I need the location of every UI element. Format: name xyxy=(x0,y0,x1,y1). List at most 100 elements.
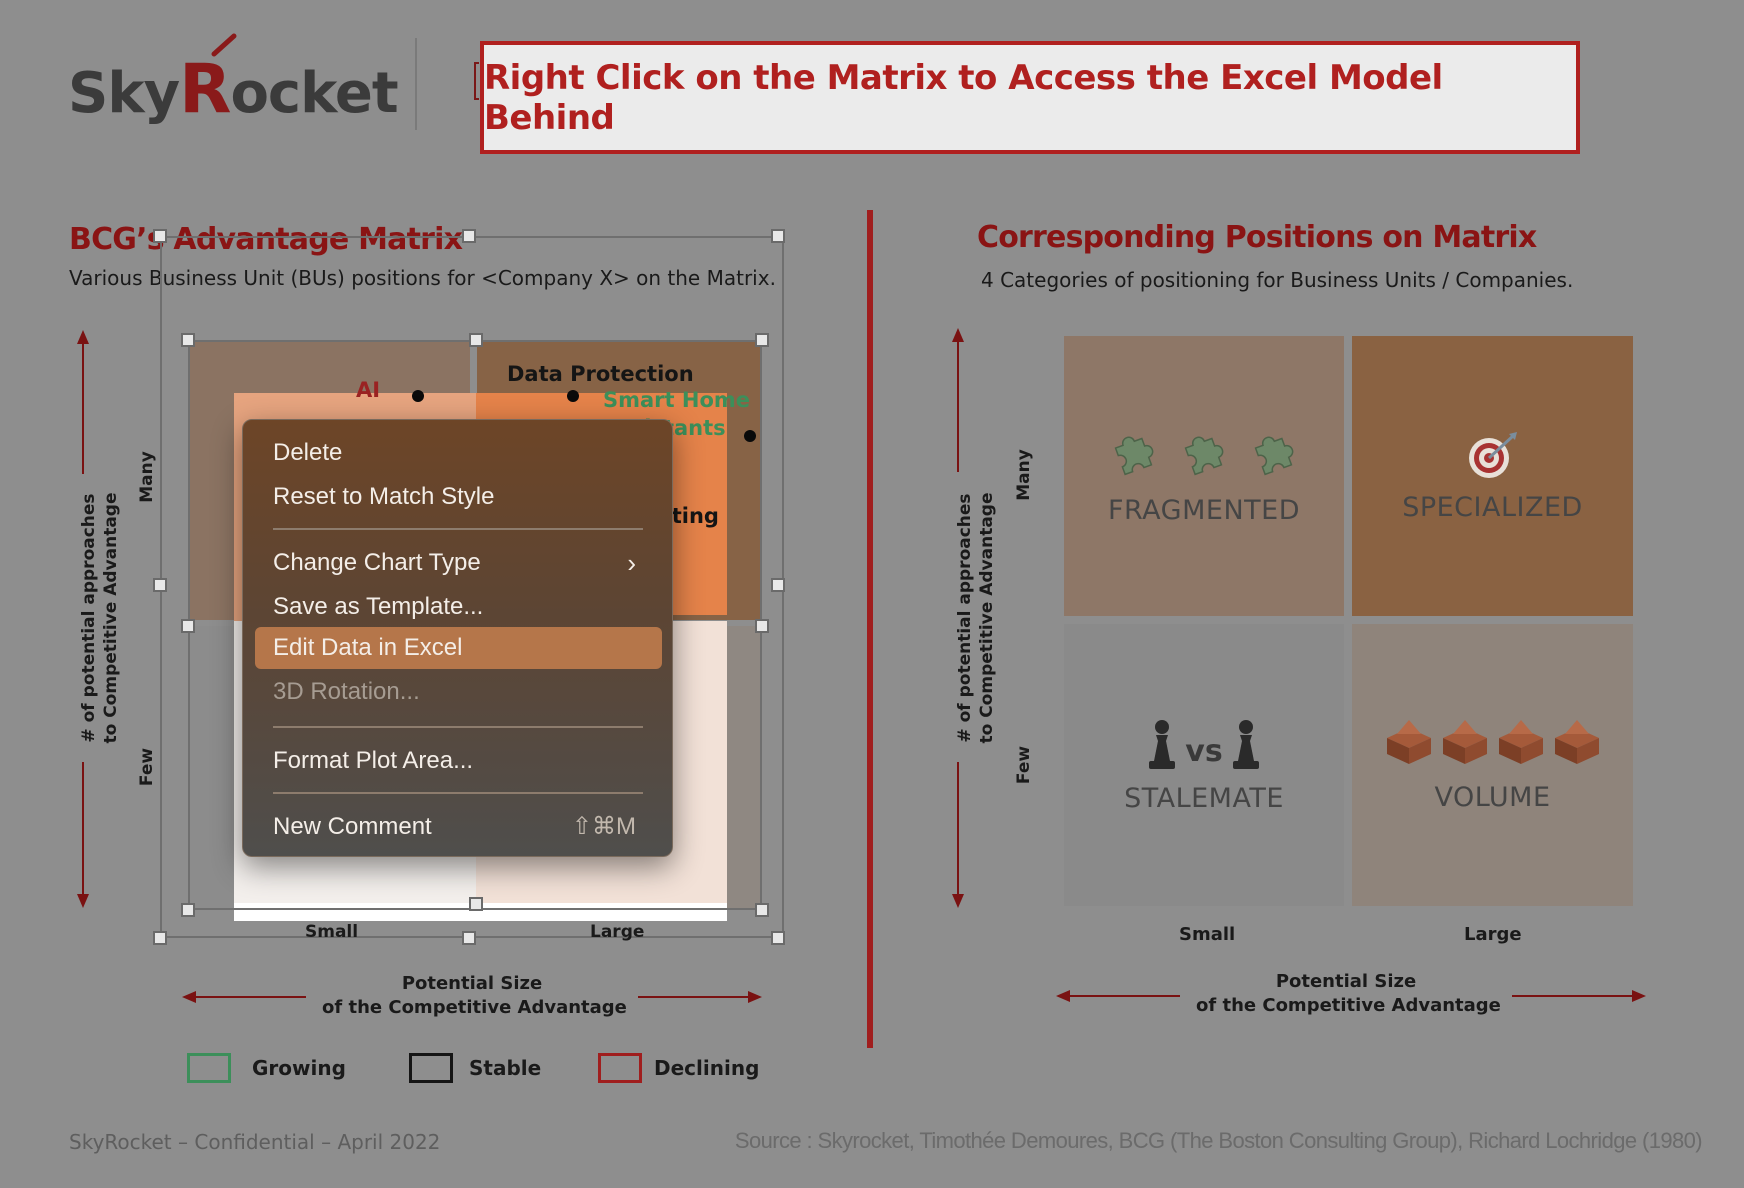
x-axis-line-right xyxy=(638,996,750,998)
right-x-large-label: Large xyxy=(1464,924,1522,945)
x-axis-line-right xyxy=(1512,995,1634,997)
menu-item-new-comment[interactable]: New Comment ⇧⌘M xyxy=(255,806,662,848)
specialized-label: SPECIALIZED xyxy=(1402,491,1583,523)
stalemate-label: STALEMATE xyxy=(1124,782,1284,814)
plot-handle[interactable] xyxy=(181,903,195,917)
x-axis-line-left xyxy=(194,996,306,998)
x-arrow-right-icon xyxy=(748,991,762,1003)
resize-handle[interactable] xyxy=(153,578,167,592)
menu-item-change-chart-type[interactable]: Change Chart Type › xyxy=(255,542,662,584)
chess-icons: vs xyxy=(1145,717,1262,771)
bu-point-data-protection[interactable] xyxy=(567,390,579,402)
legend-declining-swatch xyxy=(598,1053,642,1083)
puzzle-icons xyxy=(1101,426,1308,483)
plot-handle[interactable] xyxy=(755,333,769,347)
left-y-few-label: Few xyxy=(137,747,157,787)
x-arrow-left-icon xyxy=(182,991,196,1003)
plot-handle[interactable] xyxy=(469,897,483,911)
menu-item-format-plot-area[interactable]: Format Plot Area... xyxy=(273,747,474,774)
resize-handle[interactable] xyxy=(153,931,167,945)
y-arrow-down-icon xyxy=(952,894,964,908)
fragmented-label: FRAGMENTED xyxy=(1107,495,1300,526)
banner-stub xyxy=(474,62,479,100)
legend-growing-label: Growing xyxy=(252,1056,346,1080)
puzzle-piece-icon xyxy=(1255,436,1294,476)
puzzle-piece-icon xyxy=(1184,436,1224,476)
left-y-many-label: Many xyxy=(137,451,157,503)
brick-box-icon xyxy=(1554,719,1599,764)
menu-item-reset-style[interactable]: Reset to Match Style xyxy=(273,483,495,510)
chess-pawn-icon xyxy=(1149,719,1176,769)
quadrant-specialized: SPECIALIZED xyxy=(1352,336,1633,616)
right-y-few-label: Few xyxy=(1014,745,1034,785)
menu-separator xyxy=(273,792,643,794)
bu-point-assistants[interactable] xyxy=(744,430,756,442)
instruction-banner: Right Click on the Matrix to Access the … xyxy=(480,41,1580,154)
legend-declining-label: Declining xyxy=(654,1056,760,1080)
legend-stable-swatch xyxy=(409,1053,453,1083)
skyrocket-logo: SkyRocket xyxy=(68,33,399,130)
brick-box-icon xyxy=(1386,719,1431,764)
y-arrow-up-icon xyxy=(77,330,89,344)
x-arrow-right-icon xyxy=(1632,990,1646,1002)
y-arrow-up-icon xyxy=(952,328,964,342)
right-x-small-label: Small xyxy=(1179,924,1236,945)
left-section-subtitle: Various Business Unit (BUs) positions fo… xyxy=(69,266,776,290)
y-axis-line-bottom xyxy=(957,762,959,894)
puzzle-piece-icon xyxy=(1114,436,1153,476)
section-divider xyxy=(867,210,873,1048)
plot-handle[interactable] xyxy=(181,333,195,347)
menu-item-3d-rotation[interactable]: 3D Rotation... xyxy=(273,678,420,705)
legend-stable-label: Stable xyxy=(469,1056,542,1080)
banner-text: Right Click on the Matrix to Access the … xyxy=(484,57,1443,138)
plot-handle[interactable] xyxy=(181,619,195,633)
resize-handle[interactable] xyxy=(462,229,476,243)
menu-item-save-template[interactable]: Save as Template... xyxy=(273,593,484,620)
y-axis-line-bottom xyxy=(82,762,84,894)
vs-label: vs xyxy=(1185,733,1223,769)
plot-handle[interactable] xyxy=(755,903,769,917)
menu-item-edit-data-excel[interactable]: Edit Data in Excel xyxy=(255,627,662,669)
menu-separator xyxy=(273,528,643,530)
menu-item-delete[interactable]: Delete xyxy=(273,439,343,466)
left-x-small-label: Small xyxy=(305,922,359,942)
quadrant-fragmented: FRAGMENTED xyxy=(1064,336,1344,616)
quadrant-stalemate: vs STALEMATE xyxy=(1064,624,1344,906)
volume-label: VOLUME xyxy=(1434,781,1551,813)
brick-box-icon xyxy=(1498,719,1543,764)
bu-label-smart-home: Smart Home xyxy=(603,388,751,412)
plot-handle[interactable] xyxy=(755,619,769,633)
brick-icons xyxy=(1381,718,1605,768)
right-section-title: Corresponding Positions on Matrix xyxy=(977,220,1537,255)
y-arrow-down-icon xyxy=(77,894,89,908)
x-axis-line-left xyxy=(1068,995,1180,997)
resize-handle[interactable] xyxy=(771,931,785,945)
x-arrow-left-icon xyxy=(1056,990,1070,1002)
context-menu: Delete Reset to Match Style Change Chart… xyxy=(242,419,673,857)
chevron-right-icon: › xyxy=(627,548,636,578)
chart-patch-bottom xyxy=(234,903,727,921)
left-x-large-label: Large xyxy=(590,922,645,942)
footer-source: Source : Skyrocket, Timothée Demoures, B… xyxy=(734,1128,1703,1153)
resize-handle[interactable] xyxy=(771,578,785,592)
resize-handle[interactable] xyxy=(462,931,476,945)
footer-confidential: SkyRocket – Confidential – April 2022 xyxy=(69,1130,441,1154)
header-divider xyxy=(415,38,417,130)
chess-pawn-icon xyxy=(1232,719,1259,769)
bu-point-ai[interactable] xyxy=(412,390,424,402)
target-icon xyxy=(1468,431,1517,478)
y-axis-line-top xyxy=(82,342,84,474)
bu-label-ai: AI xyxy=(356,378,381,402)
resize-handle[interactable] xyxy=(771,229,785,243)
logo-accent-mark xyxy=(211,33,237,57)
bu-label-data-protection: Data Protection xyxy=(507,362,694,386)
menu-separator xyxy=(273,726,643,728)
resize-handle[interactable] xyxy=(153,229,167,243)
plot-handle[interactable] xyxy=(469,333,483,347)
quadrant-volume: VOLUME xyxy=(1352,624,1633,906)
right-section-subtitle: 4 Categories of positioning for Business… xyxy=(981,268,1574,292)
